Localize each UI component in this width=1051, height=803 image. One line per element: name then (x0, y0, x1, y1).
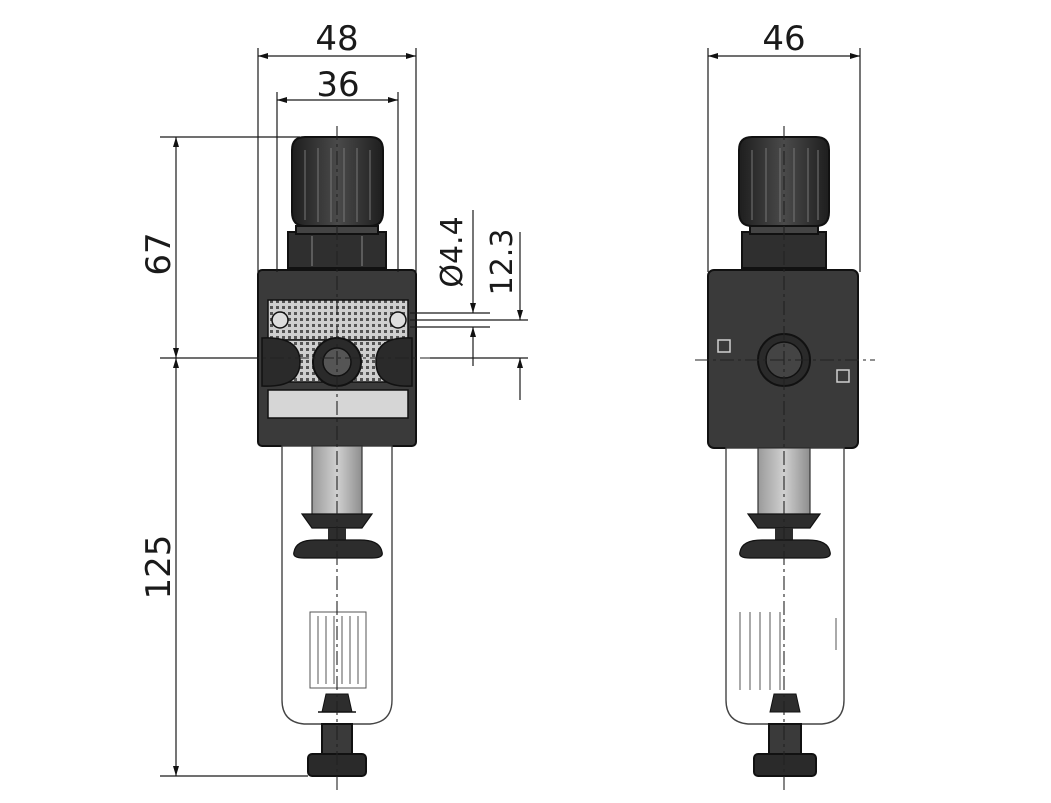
side-filter-bowl (725, 447, 845, 725)
front-body (257, 269, 417, 447)
dimension-width-body: 36 (276, 65, 399, 272)
dimension-label-48: 48 (315, 19, 358, 59)
dimension-label-36: 36 (316, 65, 359, 105)
dimension-label-offset: 12.3 (485, 229, 520, 296)
side-view (695, 126, 875, 790)
dimension-label-67: 67 (139, 232, 179, 275)
dimension-label-46: 46 (762, 19, 805, 59)
dimension-hole-diameter: Ø4.4 (410, 210, 490, 366)
side-drain-valve (753, 723, 817, 777)
dimension-height-bottom: 125 (139, 358, 308, 777)
dimension-label-125: 125 (139, 535, 179, 600)
dimension-width-side: 46 (707, 19, 861, 272)
dimension-height-top: 67 (139, 136, 300, 359)
dimension-hole-offset: 12.3 (410, 229, 528, 400)
dimension-width-overall: 48 (257, 19, 417, 272)
dimension-label-diameter: Ø4.4 (435, 216, 470, 287)
front-view (245, 126, 430, 790)
side-body (707, 269, 859, 449)
